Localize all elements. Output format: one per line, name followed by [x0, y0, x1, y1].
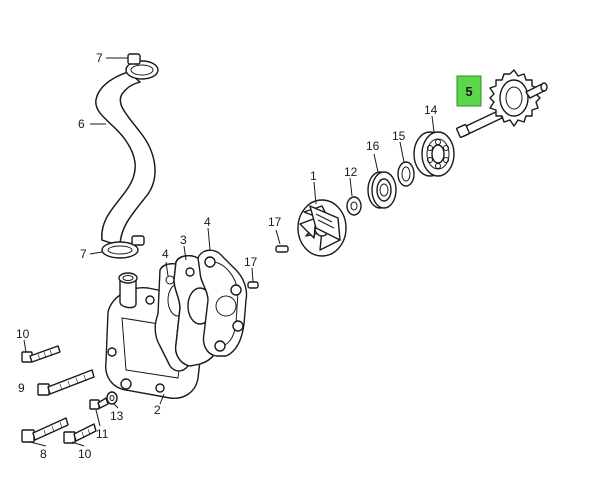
impeller[interactable] — [297, 199, 347, 257]
callout-10-bottom: 10 — [78, 447, 92, 461]
callout-3: 3 — [180, 233, 187, 247]
callout-17-lower: 17 — [244, 255, 258, 269]
callout-4-left: 4 — [162, 247, 169, 261]
callout-6: 6 — [78, 117, 85, 131]
callout-11: 11 — [96, 427, 109, 441]
bolt-10-top[interactable] — [21, 345, 61, 363]
highlight-callout-5[interactable]: 5 — [456, 75, 482, 107]
hose-clamp-top[interactable] — [125, 53, 159, 80]
bolt-11[interactable] — [89, 397, 109, 410]
washer-13[interactable] — [106, 391, 118, 405]
callout-8: 8 — [40, 447, 47, 461]
oil-seal[interactable] — [397, 161, 415, 187]
callout-16: 16 — [366, 139, 380, 153]
callout-4-right: 4 — [204, 215, 211, 229]
pump-shaft-gear[interactable] — [456, 69, 548, 138]
callout-9: 9 — [18, 381, 25, 395]
callout-17-upper: 17 — [268, 215, 282, 229]
leader-lines — [23, 57, 435, 447]
callout-15: 15 — [392, 129, 406, 143]
dowel-pin-lower[interactable] — [247, 281, 259, 289]
dowel-pin-upper[interactable] — [275, 245, 289, 253]
bolt-8[interactable] — [21, 417, 69, 443]
washer[interactable] — [346, 196, 362, 216]
mechanical-seal[interactable] — [367, 171, 397, 209]
callout-labels: 7 6 7 4 3 4 17 17 1 12 16 15 14 10 9 11 … — [16, 51, 438, 461]
bolt-9[interactable] — [37, 369, 95, 396]
callout-14: 14 — [424, 103, 438, 117]
bolt-10-bottom[interactable] — [63, 423, 97, 444]
callout-2: 2 — [154, 403, 161, 417]
coolant-hose[interactable] — [95, 71, 156, 247]
gasket-right[interactable] — [197, 249, 248, 357]
callout-7-top: 7 — [96, 51, 103, 65]
hose-clamp-bottom[interactable] — [101, 235, 145, 259]
callout-1: 1 — [310, 169, 317, 183]
callout-12: 12 — [344, 165, 358, 179]
callout-10-top: 10 — [16, 327, 30, 341]
callout-7-bottom: 7 — [80, 247, 87, 261]
callout-13: 13 — [110, 409, 124, 423]
ball-bearing[interactable] — [413, 131, 455, 177]
highlight-label: 5 — [465, 84, 472, 99]
